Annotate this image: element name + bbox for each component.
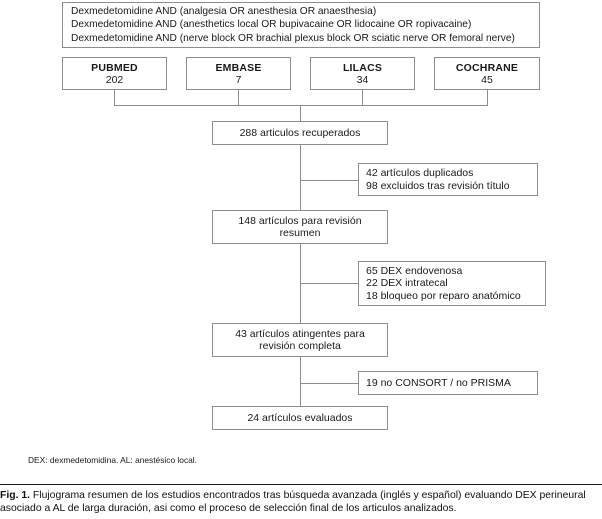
exclusion-route-line-3: 18 bloqueo por reparo anatómico (366, 289, 521, 302)
stage-evaluated-line-1: 24 artículos evaluados (247, 411, 353, 424)
exclusion-duplicates-line-2: 98 excluidos tras revisión título (366, 179, 510, 192)
caption-divider (0, 484, 602, 485)
connector-branch-route (300, 283, 359, 284)
search-query-line-2: Dexmedetomidine AND (anesthetics local O… (71, 19, 472, 31)
database-name-cochrane: COCHRANE (455, 61, 519, 74)
database-name-pubmed: PUBMED (91, 61, 138, 74)
search-query-box: Dexmedetomidine AND (analgesia OR anesth… (62, 2, 540, 48)
connector-branch-duplicates (300, 180, 359, 181)
database-box-embase: EMBASE 7 (186, 57, 291, 90)
exclusion-guidelines-line-1: 19 no CONSORT / no PRISMA (366, 376, 511, 389)
database-box-lilacs: LILACS 34 (310, 57, 415, 90)
search-query-line-1: Dexmedetomidine AND (analgesia OR anesth… (71, 5, 377, 17)
stage-abstract-line-2: resumen (279, 227, 321, 239)
exclusion-box-route: 65 DEX endovenosa 22 DEX intratecal 18 b… (358, 261, 546, 306)
database-box-pubmed: PUBMED 202 (62, 57, 167, 90)
exclusion-duplicates-line-1: 42 artículos duplicados (366, 167, 474, 179)
connector-fulltext-to-evaluated (300, 357, 301, 407)
figure-caption-text: Flujograma resumen de los estudios encon… (0, 490, 586, 515)
database-count-embase: 7 (235, 73, 242, 86)
database-box-cochrane: COCHRANE 45 (434, 57, 540, 90)
database-name-embase: EMBASE (215, 61, 262, 74)
stage-box-retrieved: 288 articulos recuperados (212, 121, 388, 145)
stage-fulltext-line-2: revisión completa (259, 340, 341, 352)
connector-branch-guidelines (300, 383, 359, 384)
connector-lilacs-stub (362, 90, 363, 106)
database-count-pubmed: 202 (105, 73, 124, 86)
connector-pubmed-stub (114, 90, 115, 106)
connector-abstract-to-fulltext (300, 244, 301, 324)
stage-retrieved-line-1: 288 articulos recuperados (239, 126, 361, 139)
connector-retrieved-to-abstract (300, 145, 301, 211)
stage-box-evaluated: 24 artículos evaluados (212, 406, 388, 430)
figure-caption-label: Fig. 1. (0, 490, 31, 501)
exclusion-route-line-2: 22 DEX intratecal (366, 277, 448, 290)
exclusion-route-line-1: 65 DEX endovenosa (366, 264, 463, 277)
stage-box-fulltext-review: 43 artículos atingentes para revisión co… (212, 323, 388, 357)
figure-footnote: DEX: dexmedetomidina. AL: anestésico loc… (28, 455, 197, 465)
exclusion-box-duplicates: 42 artículos duplicados 98 excluidos tra… (358, 163, 538, 196)
figure-caption: Fig. 1. Flujograma resumen de los estudi… (0, 489, 600, 516)
database-name-lilacs: LILACS (342, 61, 383, 74)
stage-fulltext-line-1: 43 artículos atingentes para (235, 327, 365, 340)
connector-database-bus (114, 105, 488, 106)
connector-cochrane-stub (487, 90, 488, 106)
stage-box-abstract-review: 148 artículos para revisión resumen (212, 210, 388, 244)
database-count-lilacs: 34 (356, 73, 369, 86)
stage-abstract-line-1: 148 artículos para revisión (238, 214, 362, 227)
search-query-line-3: Dexmedetomidine AND (nerve block OR brac… (71, 32, 515, 44)
exclusion-box-guidelines: 19 no CONSORT / no PRISMA (358, 371, 538, 395)
database-count-cochrane: 45 (481, 73, 493, 86)
connector-bus-to-retrieved (300, 105, 301, 122)
connector-embase-stub (238, 90, 239, 106)
